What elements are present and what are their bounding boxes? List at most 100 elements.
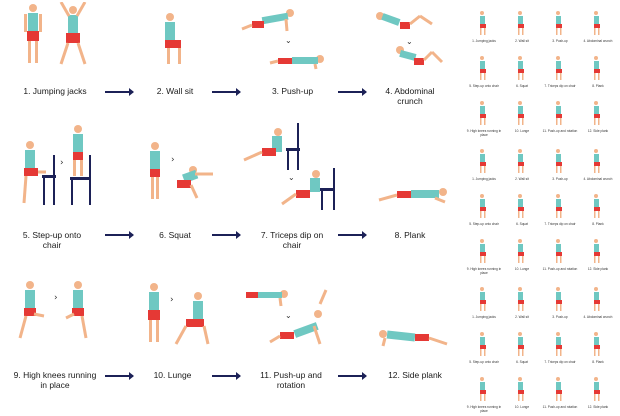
svg-text:⌄: ⌄ <box>285 311 292 320</box>
next-arrow <box>212 88 241 96</box>
thumbnail-strip: 1. Jumping jacks 2. Wall sit 3. Push-up 4. … <box>460 0 620 416</box>
thumbnail-label: 10. Lunge <box>514 129 530 133</box>
figure-abdominal-crunch: ⌄ <box>376 12 444 65</box>
thumbnail-label: 4. Abdominal crunch <box>583 177 613 181</box>
next-arrow <box>105 88 134 96</box>
thumbnail-figure <box>556 56 562 80</box>
thumbnail-label: 2. Wall sit <box>515 177 529 181</box>
thumbnail-figure <box>594 332 600 356</box>
thumbnail-label: 6. Squat <box>516 84 528 88</box>
figure-step-up-onto-chair: › <box>22 125 91 205</box>
figure-jumping-jacks <box>24 2 87 65</box>
thumbnail-label: 9. High knees running in place <box>466 267 502 275</box>
thumbnail-label: 10. Lunge <box>514 405 530 409</box>
thumbnail-figure <box>518 377 524 401</box>
thumbnail-label: 10. Lunge <box>514 267 530 271</box>
exercise-label: 7. Triceps dip on chair <box>260 230 324 250</box>
next-arrow <box>105 372 134 380</box>
thumbnail-label: 12. Side plank <box>587 267 609 271</box>
thumbnail-figure <box>594 11 600 35</box>
figure-high-knees: › <box>18 281 88 339</box>
thumbnail-label: 8. Plank <box>592 222 604 226</box>
thumbnail-label: 9. High knees running in place <box>466 405 502 413</box>
thumbnail-label: 5. Step-up onto chair <box>469 84 499 88</box>
thumbnail-figure <box>594 239 600 263</box>
exercise-label: 2. Wall sit <box>156 86 194 96</box>
exercise-label: 12. Side plank <box>388 370 442 380</box>
thumbnail-label: 7. Triceps dip on chair <box>544 84 576 88</box>
thumbnail-label: 4. Abdominal crunch <box>583 39 613 43</box>
thumbnail-figure <box>594 287 600 311</box>
figure-triceps-dip-on-chair: ⌄ <box>243 123 335 210</box>
svg-text:⌄: ⌄ <box>285 36 292 45</box>
svg-text:›: › <box>171 155 175 165</box>
thumbnail-figure <box>556 239 562 263</box>
figure-plank <box>378 188 447 204</box>
thumbnail-panel: 1. Jumping jacks 2. Wall sit 3. Push-up 4. … <box>460 0 620 138</box>
thumbnail-label: 7. Triceps dip on chair <box>544 222 576 226</box>
exercise-label: 6. Squat <box>159 230 191 240</box>
thumbnail-figure <box>518 11 524 35</box>
thumbnail-figure <box>518 332 524 356</box>
thumbnail-figure <box>480 149 486 173</box>
thumbnail-label: 5. Step-up onto chair <box>469 222 499 226</box>
next-arrow <box>105 231 134 239</box>
exercise-chart: 1. Jumping jacks 2. Wall sit ⌄ 3. Push-u… <box>14 2 448 390</box>
thumbnail-figure <box>594 149 600 173</box>
exercise-label: 8. Plank <box>394 230 426 240</box>
thumbnail-label: 3. Push-up <box>552 39 568 43</box>
thumbnail-figure <box>518 149 524 173</box>
svg-text:⌄: ⌄ <box>406 37 413 46</box>
thumbnail-label: 9. High knees running in place <box>466 129 502 137</box>
thumbnail-figure <box>518 194 524 218</box>
thumbnail-figure <box>594 56 600 80</box>
thumbnail-figure <box>518 101 524 125</box>
exercise-label: 5. Step-up onto chair <box>22 230 82 250</box>
thumbnail-label: 6. Squat <box>516 360 528 364</box>
thumbnail-label: 11. Push-up and rotation <box>542 405 578 409</box>
exercise-label: 10. Lunge <box>153 370 192 380</box>
figure-push-up: ⌄ <box>241 9 324 70</box>
thumbnail-label: 1. Jumping jacks <box>472 39 496 43</box>
thumbnail-label: 12. Side plank <box>587 129 609 133</box>
thumbnail-label: 8. Plank <box>592 360 604 364</box>
svg-text:›: › <box>60 158 64 168</box>
next-arrow <box>212 231 241 239</box>
thumbnail-figure <box>556 101 562 125</box>
thumbnail-label: 11. Push-up and rotation <box>542 129 578 133</box>
next-arrow <box>338 231 367 239</box>
thumbnail-label: 3. Push-up <box>552 177 568 181</box>
thumbnail-label: 2. Wall sit <box>515 39 529 43</box>
thumbnail-label: 4. Abdominal crunch <box>583 315 613 319</box>
thumbnail-label: 3. Push-up <box>552 315 568 319</box>
exercise-label: 11. Push-up and rotation <box>260 370 322 390</box>
thumbnail-figure <box>594 194 600 218</box>
figure-side-plank <box>379 330 448 347</box>
thumbnail-figure <box>594 377 600 401</box>
thumbnail-figure <box>480 194 486 218</box>
thumbnail-figure <box>480 11 486 35</box>
figure-wall-sit <box>165 13 181 64</box>
thumbnail-label: 8. Plank <box>592 84 604 88</box>
thumbnail-label: 7. Triceps dip on chair <box>544 360 576 364</box>
svg-text:›: › <box>54 293 58 303</box>
thumbnail-figure <box>556 332 562 356</box>
figure-squat: › <box>150 142 213 199</box>
thumbnail-label: 1. Jumping jacks <box>472 315 496 319</box>
thumbnail-figure <box>594 101 600 125</box>
thumbnail-figure <box>480 287 486 311</box>
figure-lunge: › <box>148 283 210 345</box>
exercise-label: 4. Abdominal crunch <box>385 86 435 106</box>
thumbnail-figure <box>556 287 562 311</box>
exercise-label: 3. Push-up <box>271 86 314 96</box>
thumbnail-figure <box>556 11 562 35</box>
figure-push-up-and-rotation: ⌄ <box>246 289 328 345</box>
thumbnail-figure <box>480 101 486 125</box>
exercise-label: 1. Jumping jacks <box>23 86 87 96</box>
thumbnail-figure <box>518 239 524 263</box>
thumbnail-figure <box>556 149 562 173</box>
thumbnail-figure <box>480 332 486 356</box>
svg-text:⌄: ⌄ <box>288 173 295 182</box>
thumbnail-figure <box>480 377 486 401</box>
